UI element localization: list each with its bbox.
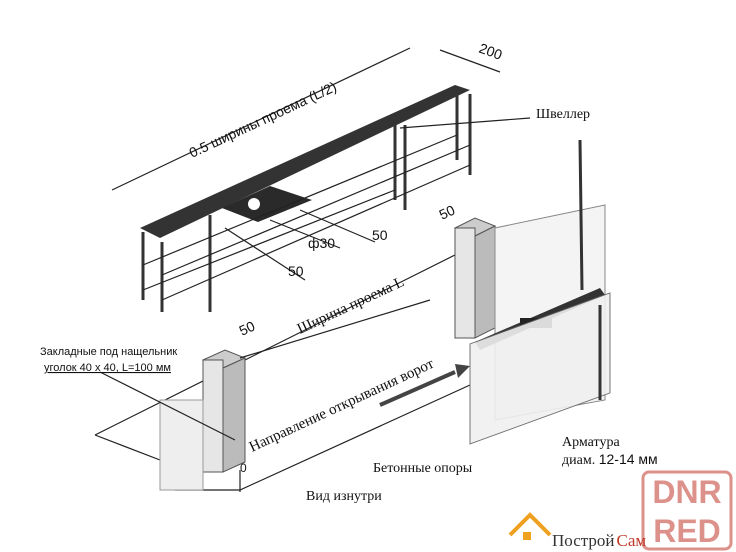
gate-panel	[469, 139, 611, 445]
embedded-label-line2: уголок 40 x 40, L=100 мм	[44, 362, 171, 374]
left-brick-pillar	[159, 349, 247, 491]
rebar-label-line1: Арматура	[562, 435, 620, 450]
svg-text:RED: RED	[653, 513, 721, 549]
dnr-red-watermark: DNR RED	[641, 470, 733, 551]
inside-view-label: Вид изнутри	[306, 489, 382, 504]
concrete-supports-label: Бетонные опоры	[373, 461, 473, 476]
dim-50-label: 50	[237, 318, 258, 339]
rebar-label-line2: диам. 12-14 мм	[562, 451, 658, 468]
dim-200-label: 200	[477, 40, 505, 63]
hole-30	[248, 198, 260, 210]
opening-width-label: Ширина проема L	[295, 274, 407, 338]
phi30-label: ф30	[308, 235, 335, 251]
opening-direction-label: Направление открывания ворот	[247, 356, 437, 456]
right-brick-pillar	[453, 217, 497, 339]
channel-label: Швеллер	[536, 107, 590, 122]
top-frame	[111, 47, 531, 312]
dim-50-label: 50	[372, 227, 388, 243]
svg-text:DNR: DNR	[652, 474, 721, 510]
dim-50-label: 50	[437, 202, 458, 223]
channel-beam	[140, 85, 470, 238]
zero-label: 0	[240, 461, 247, 475]
embedded-label-line1: Закладные под нащельник	[40, 346, 177, 358]
center-plate	[222, 186, 312, 222]
dim-50-label: 50	[288, 263, 304, 279]
